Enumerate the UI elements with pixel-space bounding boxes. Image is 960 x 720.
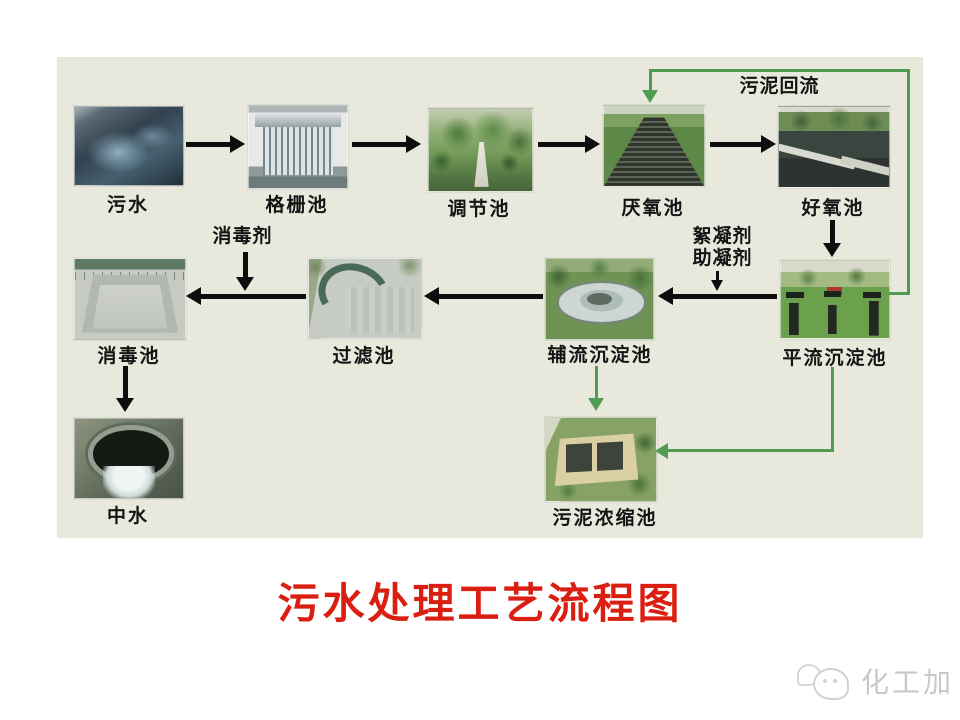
arrow-filter-to-disinfection bbox=[186, 287, 306, 305]
arrow-sewage-to-grid bbox=[186, 135, 245, 153]
disinfectant-label: 消毒剂 bbox=[212, 226, 273, 247]
arrow-regulating-to-anaerobic bbox=[538, 135, 600, 153]
label-horizontal-sedimentation-pool: 平流沉淀池 bbox=[782, 348, 888, 369]
sludge-return-line-right bbox=[907, 69, 910, 295]
radial-to-thickening-line bbox=[595, 366, 598, 400]
label-grid-pool: 格栅池 bbox=[265, 195, 329, 216]
coagulant-aid-label: 助凝剂 bbox=[692, 248, 753, 269]
photo-anaerobic-pool bbox=[603, 105, 705, 187]
label-sewage: 污水 bbox=[106, 195, 149, 216]
arrow-flocculant-dosing bbox=[711, 271, 723, 291]
arrow-disinfectant-dosing bbox=[236, 252, 254, 291]
photo-aerobic-pool bbox=[778, 106, 890, 188]
horizontal-to-thickening-line-v bbox=[831, 367, 834, 452]
photo-reclaimed-water bbox=[74, 418, 184, 499]
sludge-return-label: 污泥回流 bbox=[739, 76, 820, 97]
horizontal-to-thickening-arrowhead bbox=[655, 443, 668, 459]
photo-sewage bbox=[74, 106, 184, 186]
chat-bubbles-logo-icon bbox=[797, 658, 853, 704]
page-title: 污水处理工艺流程图 bbox=[277, 579, 683, 628]
photo-grid-pool bbox=[248, 105, 348, 189]
photo-sludge-thickening-pool bbox=[545, 417, 657, 502]
photo-disinfection-pool bbox=[74, 258, 186, 340]
watermark: 化工加 bbox=[797, 658, 954, 704]
arrow-radial-to-filter bbox=[424, 287, 543, 305]
arrow-grid-to-regulating bbox=[352, 135, 421, 153]
arrow-aerobic-to-horizontal-sedimentation bbox=[823, 220, 841, 257]
photo-radial-sedimentation-pool bbox=[545, 258, 654, 340]
label-disinfection-pool: 消毒池 bbox=[97, 346, 161, 367]
photo-filter-pool bbox=[308, 258, 422, 339]
watermark-brand: 化工加 bbox=[861, 667, 955, 698]
label-aerobic-pool: 好氧池 bbox=[801, 198, 865, 219]
label-reclaimed-water: 中水 bbox=[106, 506, 149, 527]
label-filter-pool: 过滤池 bbox=[332, 346, 396, 367]
label-anaerobic-pool: 厌氧池 bbox=[621, 198, 685, 219]
sludge-return-drop bbox=[649, 69, 652, 92]
arrow-anaerobic-to-aerobic bbox=[710, 135, 776, 153]
radial-to-thickening-arrowhead bbox=[588, 398, 604, 411]
sludge-return-line-hook bbox=[889, 292, 910, 295]
arrow-disinfection-to-reclaimed-water bbox=[116, 366, 134, 412]
label-radial-sedimentation-pool: 辅流沉淀池 bbox=[547, 345, 653, 366]
photo-regulating-pool bbox=[428, 108, 533, 192]
arrow-horizontal-to-radial-sedimentation bbox=[658, 287, 777, 305]
label-regulating-pool: 调节池 bbox=[447, 199, 511, 220]
sludge-return-line-top bbox=[650, 69, 910, 72]
sludge-return-arrowhead bbox=[642, 90, 658, 103]
smiley-bubble-icon bbox=[813, 668, 849, 700]
label-sludge-thickening-pool: 污泥浓缩池 bbox=[552, 508, 658, 529]
flocculant-label: 絮凝剂 bbox=[692, 226, 753, 247]
horizontal-to-thickening-line-h bbox=[666, 449, 834, 452]
photo-horizontal-sedimentation-pool bbox=[780, 260, 890, 339]
